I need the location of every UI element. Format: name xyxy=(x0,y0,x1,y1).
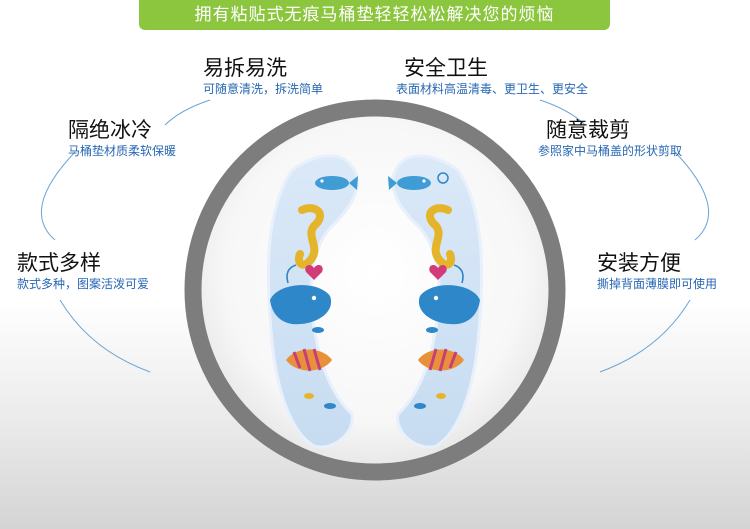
banner-text: 拥有粘贴式无痕马桶垫轻轻松松解决您的烦恼 xyxy=(194,5,555,25)
feature-title: 安全卫生 xyxy=(404,56,488,80)
feature-insulation: 隔绝冰冷 马桶垫材质柔软保暖 xyxy=(68,117,176,159)
small-fish-icon xyxy=(414,327,446,409)
whale-icon xyxy=(270,264,332,325)
fish-icon xyxy=(388,176,431,190)
spiral-icon xyxy=(437,172,449,184)
feature-desc: 马桶垫材质柔软保暖 xyxy=(68,144,177,158)
toilet-ring xyxy=(184,99,566,481)
feature-trim: 随意裁剪 参照家中马桶盖的形状剪取 xyxy=(538,117,682,159)
top-banner: 拥有粘贴式无痕马桶垫轻轻松松解决您的烦恼 xyxy=(139,0,610,30)
left-seat-pad xyxy=(266,154,359,449)
feature-easy-clean: 易拆易洗 可随意清洗，拆洗简单 xyxy=(203,55,323,97)
feature-title: 安装方便 xyxy=(597,251,681,275)
heart-icon xyxy=(305,265,323,280)
feature-title: 随意裁剪 xyxy=(546,118,630,142)
connector-left xyxy=(40,151,76,241)
feature-title: 易拆易洗 xyxy=(203,56,287,80)
right-seat-pad xyxy=(388,154,484,449)
feature-desc: 撕掉背面薄膜即可使用 xyxy=(597,277,718,291)
striped-fish-icon xyxy=(418,348,464,372)
connector-lines xyxy=(40,99,710,373)
whale-icon xyxy=(418,264,480,325)
connector-right-lower xyxy=(599,299,691,373)
feature-hygiene: 安全卫生 表面材料高温清毒、更卫生、更安全 xyxy=(396,55,588,97)
seahorse-icon xyxy=(295,204,324,269)
feature-desc: 表面材料高温清毒、更卫生、更安全 xyxy=(396,82,589,96)
feature-desc: 款式多种，图案活泼可爱 xyxy=(17,277,150,291)
feature-install: 安装方便 撕掉背面薄膜即可使用 xyxy=(597,250,717,292)
heart-icon xyxy=(429,265,447,280)
small-fish-icon xyxy=(304,327,336,409)
feature-desc: 可随意清洗，拆洗简单 xyxy=(203,82,324,96)
fish-icon xyxy=(315,176,358,190)
feature-title: 款式多样 xyxy=(17,251,101,275)
connector-right xyxy=(674,151,710,241)
connector-top-left xyxy=(164,99,211,126)
connector-left-lower xyxy=(59,299,151,373)
connector-top-right xyxy=(539,99,586,126)
feature-desc: 参照家中马桶盖的形状剪取 xyxy=(538,144,683,158)
seahorse-icon xyxy=(426,204,455,269)
striped-fish-icon xyxy=(286,348,332,372)
feature-title: 隔绝冰冷 xyxy=(68,118,152,142)
feature-styles: 款式多样 款式多种，图案活泼可爱 xyxy=(17,250,149,292)
